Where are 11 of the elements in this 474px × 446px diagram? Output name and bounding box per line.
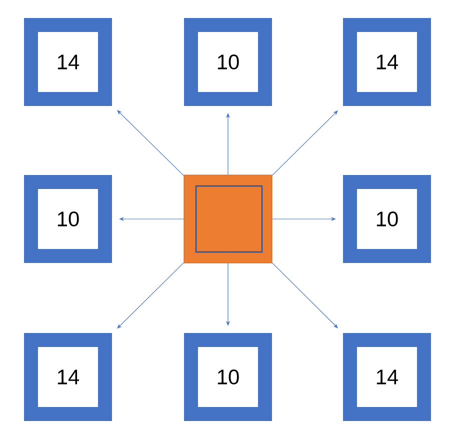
- number-box: 10: [343, 175, 431, 263]
- number-box: 14: [343, 18, 431, 106]
- number-box: 14: [24, 18, 112, 106]
- number-box: 10: [184, 333, 272, 421]
- inner-square: [195, 185, 263, 253]
- arrow: [117, 110, 184, 176]
- number-box: 10: [184, 18, 272, 106]
- center-square: [184, 174, 272, 264]
- number-box: 14: [24, 333, 112, 421]
- number-box: 14: [343, 333, 431, 421]
- number-box: 10: [24, 175, 112, 263]
